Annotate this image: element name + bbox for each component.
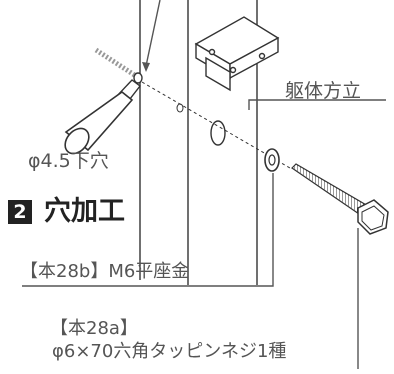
- leader-arrow: [142, 62, 150, 72]
- step-title: 穴加工: [44, 196, 125, 227]
- washer-label: 【本28b】M6平座金: [20, 261, 190, 282]
- pilot-hole-label: φ4.5下穴: [28, 150, 109, 172]
- washer-icon: [264, 148, 280, 172]
- screw-description-label: φ6×70六角タッピンネジ1種: [52, 341, 287, 362]
- screw-code-label: 【本28a】: [50, 318, 138, 339]
- pilot-hole-mark: [176, 103, 184, 113]
- bracket: [194, 16, 280, 92]
- column-label: 躯体方立: [285, 80, 362, 102]
- leader-lines: [22, 0, 386, 369]
- drill-icon: [64, 47, 143, 155]
- hole-icon: [210, 120, 226, 146]
- screw-icon: [291, 163, 389, 235]
- step-number-badge: 2: [8, 200, 32, 224]
- assembly-axis: [141, 81, 291, 169]
